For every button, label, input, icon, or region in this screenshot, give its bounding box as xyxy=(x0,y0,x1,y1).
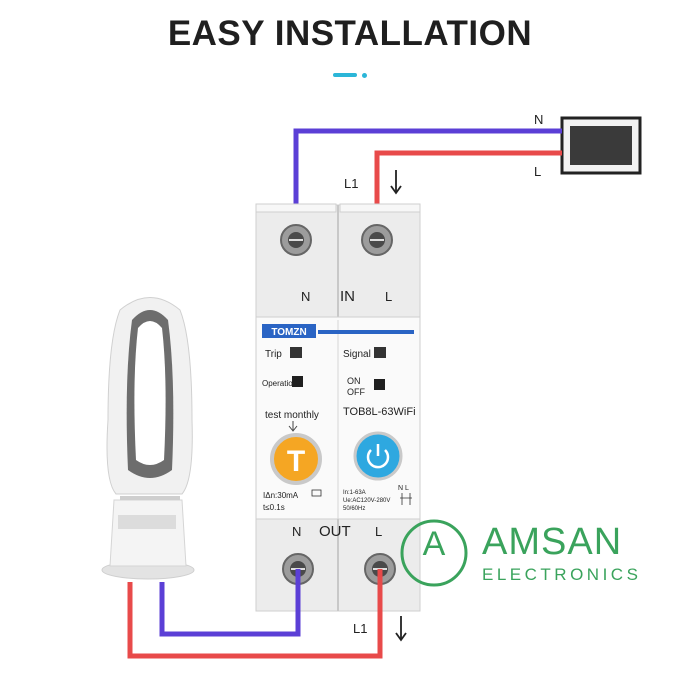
test-monthly-label: test monthly xyxy=(265,410,319,421)
neutral-output-wire xyxy=(159,569,301,637)
spec-right-3: 50/60Hz xyxy=(343,506,365,512)
spec-left-2: t≤0.1s xyxy=(263,503,285,512)
brand-name: AMSAN xyxy=(482,521,623,563)
bladeless-fan-image xyxy=(101,297,195,580)
breaker-bottom-out-label: OUT xyxy=(319,523,351,540)
breaker-bottom-n-label: N xyxy=(292,524,301,539)
on-label: ON xyxy=(347,376,361,386)
title-underline xyxy=(333,73,357,77)
model-label: TOB8L-63WiFi xyxy=(343,406,416,418)
logo-letter: A xyxy=(422,525,446,563)
brand-label: TOMZN xyxy=(271,327,306,338)
source-neutral-label: N xyxy=(534,112,543,127)
operation-label: Operation xyxy=(262,379,297,388)
test-button-letter: T xyxy=(287,445,305,478)
breaker-top-l-label: L xyxy=(385,289,392,304)
amsan-logo-icon xyxy=(400,519,468,587)
brand-subtitle: ELECTRONICS xyxy=(482,565,642,584)
output-live-label: L1 xyxy=(353,621,367,636)
schematic-n-top: N xyxy=(398,485,403,492)
title-dot xyxy=(362,73,367,78)
page-title: EASY INSTALLATION xyxy=(167,14,533,53)
signal-label: Signal xyxy=(343,349,371,360)
input-arrow-head-icon xyxy=(390,185,402,195)
brand-badge xyxy=(262,324,316,338)
terminal-top-l xyxy=(361,224,393,256)
test-button[interactable]: T xyxy=(270,433,322,485)
onoff-indicator xyxy=(374,379,385,390)
trip-label: Trip xyxy=(265,349,282,360)
breaker-top-n-label: N xyxy=(301,289,310,304)
spec-left-1: IΔn:30mA xyxy=(263,491,299,500)
power-button[interactable] xyxy=(353,431,403,481)
spec-right-1: In:1-63A xyxy=(343,490,366,496)
operation-indicator xyxy=(292,376,303,387)
power-source-inner xyxy=(570,126,632,165)
spec-right-2: Ue:AC120V-280V xyxy=(343,498,390,504)
input-live-label: L1 xyxy=(344,176,358,191)
neutral-input-wire xyxy=(293,128,562,238)
power-icon xyxy=(366,449,390,469)
off-label: OFF xyxy=(347,387,365,397)
source-live-label: L xyxy=(534,164,541,179)
schematic-l-top: L xyxy=(405,485,409,492)
live-output-wire xyxy=(127,569,383,659)
terminal-top-n xyxy=(280,224,312,256)
breaker-top-in-label: IN xyxy=(340,288,355,305)
breaker-bottom-l-label: L xyxy=(375,524,382,539)
signal-indicator xyxy=(374,347,386,358)
schematic-icon xyxy=(400,493,412,505)
trip-indicator xyxy=(290,347,302,358)
